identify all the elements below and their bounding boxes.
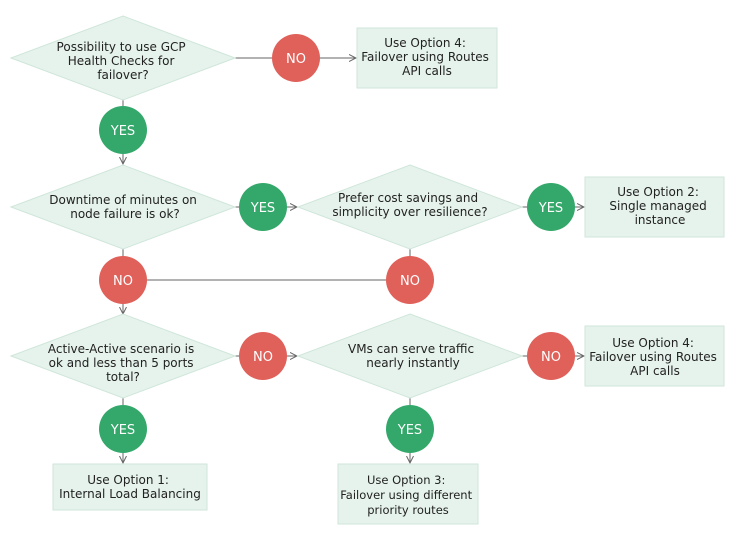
svg-text:NO: NO bbox=[541, 350, 561, 365]
svg-text:YES: YES bbox=[110, 423, 135, 438]
decision-active-active: Active-Active scenario is ok and less th… bbox=[9, 313, 237, 399]
outcome-label: Use Option 4: Failover using Routes API … bbox=[361, 36, 493, 78]
outcome-label: Use Option 1: Internal Load Balancing bbox=[59, 473, 201, 501]
yes-badge: YES bbox=[99, 106, 147, 154]
outcome-option-2: Use Option 2: Single managed instance bbox=[584, 176, 725, 238]
no-badge: NO bbox=[99, 256, 147, 304]
connectors bbox=[123, 58, 584, 463]
outcome-option-3: Use Option 3: Failover using different p… bbox=[337, 463, 479, 525]
no-badge: NO bbox=[239, 332, 287, 380]
decision-vms-serve-traffic: VMs can serve traffic nearly instantly bbox=[296, 313, 524, 399]
no-badge: NO bbox=[272, 34, 320, 82]
yes-badge: YES bbox=[99, 405, 147, 453]
svg-text:NO: NO bbox=[113, 274, 133, 289]
decision-label: Active-Active scenario is ok and less th… bbox=[48, 342, 198, 384]
yes-badge: YES bbox=[527, 183, 575, 231]
outcome-label: Use Option 3: Failover using different p… bbox=[340, 473, 476, 517]
decision-label: Downtime of minutes on node failure is o… bbox=[49, 193, 200, 221]
svg-text:YES: YES bbox=[397, 423, 422, 438]
decision-label: Possibility to use GCP Health Checks for… bbox=[57, 40, 190, 82]
svg-text:NO: NO bbox=[253, 350, 273, 365]
decision-cost-savings: Prefer cost savings and simplicity over … bbox=[296, 164, 524, 250]
no-badge: NO bbox=[527, 332, 575, 380]
svg-text:NO: NO bbox=[286, 52, 306, 67]
outcome-option-4-top: Use Option 4: Failover using Routes API … bbox=[356, 27, 498, 89]
outcome-label: Use Option 4: Failover using Routes API … bbox=[589, 336, 721, 378]
svg-text:NO: NO bbox=[400, 274, 420, 289]
outcome-option-1: Use Option 1: Internal Load Balancing bbox=[52, 463, 208, 511]
svg-text:YES: YES bbox=[110, 124, 135, 139]
yes-badge: YES bbox=[386, 405, 434, 453]
decision-label: Prefer cost savings and simplicity over … bbox=[332, 191, 487, 219]
decision-label: VMs can serve traffic nearly instantly bbox=[348, 342, 478, 370]
svg-text:YES: YES bbox=[250, 201, 275, 216]
outcome-option-4-bottom: Use Option 4: Failover using Routes API … bbox=[584, 325, 725, 387]
yes-badge: YES bbox=[239, 183, 287, 231]
decision-health-checks: Possibility to use GCP Health Checks for… bbox=[9, 15, 237, 101]
decision-downtime-ok: Downtime of minutes on node failure is o… bbox=[9, 164, 237, 250]
svg-text:YES: YES bbox=[538, 201, 563, 216]
outcome-label: Use Option 2: Single managed instance bbox=[609, 185, 710, 227]
no-badge: NO bbox=[386, 256, 434, 304]
